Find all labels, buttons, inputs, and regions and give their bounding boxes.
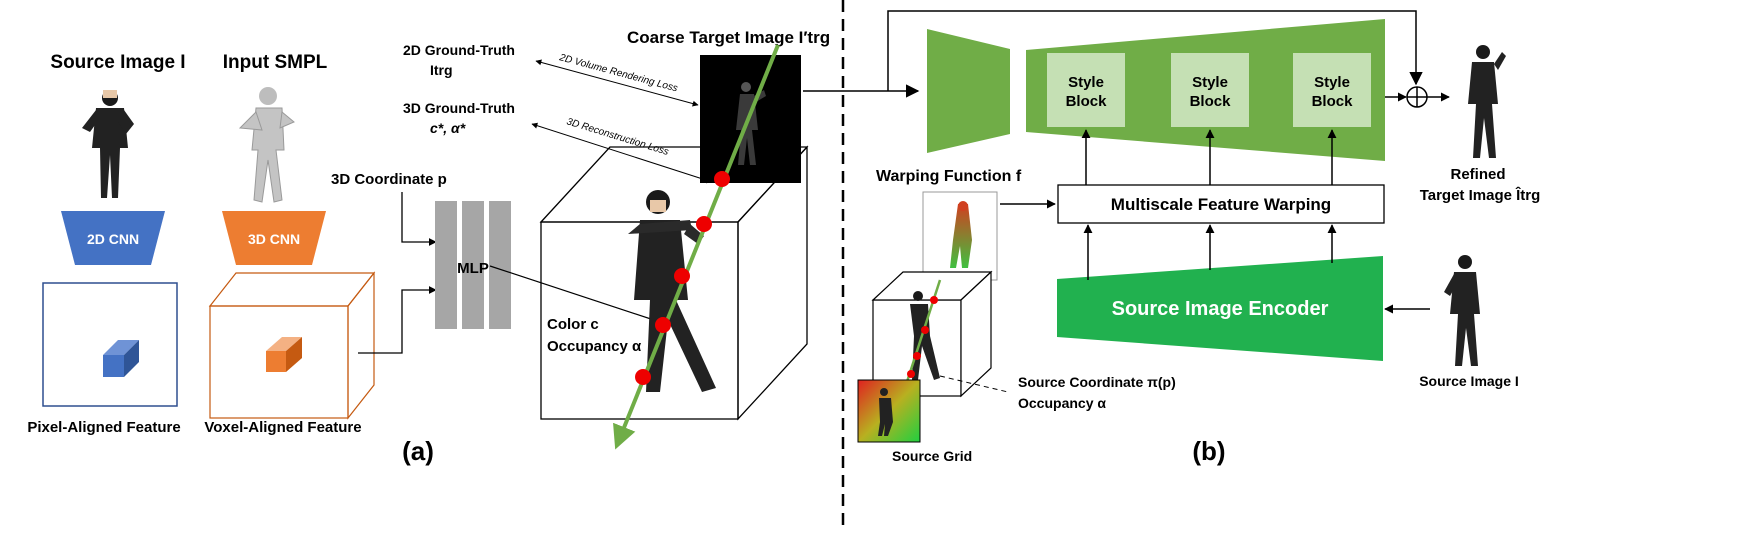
mlp-block: MLP bbox=[435, 201, 511, 329]
cnn-3d-block: 3D CNN bbox=[222, 211, 326, 265]
gt-3d-line1: 3D Ground-Truth bbox=[403, 100, 515, 116]
gt-2d-line2: Itrg bbox=[430, 62, 453, 78]
sample-point bbox=[930, 296, 938, 304]
cnn-2d-block: 2D CNN bbox=[61, 211, 165, 265]
sample-point bbox=[635, 369, 651, 385]
occupancy-label-b: Occupancy α bbox=[1018, 395, 1106, 411]
sample-point bbox=[674, 268, 690, 284]
sample-point bbox=[655, 317, 671, 333]
sample-point bbox=[913, 352, 921, 360]
coordinate-label: 3D Coordinate p bbox=[331, 171, 447, 188]
source-coordinate-label: Source Coordinate π(p) bbox=[1018, 374, 1176, 390]
style-block: Style Block bbox=[1171, 53, 1249, 127]
render-loss-arrow bbox=[535, 59, 699, 107]
style-block: Style Block bbox=[1293, 53, 1371, 127]
warping-function-label: Warping Function f bbox=[876, 168, 1022, 185]
svg-text:Source Image Encoder: Source Image Encoder bbox=[1112, 298, 1329, 320]
source-grid-label: Source Grid bbox=[892, 448, 972, 464]
refined-target-image bbox=[1468, 45, 1506, 158]
recon-loss-arrow bbox=[531, 122, 713, 184]
occupancy-label: Occupancy α bbox=[547, 338, 642, 355]
svg-text:MLP: MLP bbox=[457, 260, 489, 277]
refined-target-line2: Target Image Îtrg bbox=[1420, 186, 1541, 204]
source-image-encoder: Source Image Encoder bbox=[1057, 256, 1383, 361]
gt-2d-line1: 2D Ground-Truth bbox=[403, 42, 515, 58]
sample-point bbox=[714, 171, 730, 187]
source-grid-image bbox=[857, 379, 921, 443]
sample-points bbox=[635, 171, 730, 385]
pixel-aligned-feature-label: Pixel-Aligned Feature bbox=[27, 419, 180, 436]
svg-text:Block: Block bbox=[1190, 93, 1232, 110]
style-block: Style Block bbox=[1047, 53, 1125, 127]
svg-text:3D CNN: 3D CNN bbox=[248, 231, 300, 247]
source-image-right-label: Source Image I bbox=[1419, 373, 1519, 389]
svg-text:Style: Style bbox=[1068, 74, 1104, 91]
render-loss-label: 2D Volume Rendering Loss bbox=[557, 52, 679, 94]
gt-3d-line2: c*, α* bbox=[430, 120, 466, 136]
smpl-mesh-image bbox=[238, 87, 295, 203]
svg-text:2D CNN: 2D CNN bbox=[87, 231, 139, 247]
svg-text:Style: Style bbox=[1192, 74, 1228, 91]
coarse-target-title: Coarse Target Image I′trg bbox=[627, 28, 830, 47]
pixel-aligned-feature-box bbox=[42, 282, 178, 407]
multiscale-warping-box: Multiscale Feature Warping bbox=[1057, 184, 1385, 224]
sample-point bbox=[921, 326, 929, 334]
refined-target-line1: Refined bbox=[1450, 166, 1505, 183]
warping-function-image bbox=[922, 191, 998, 281]
color-label: Color c bbox=[547, 316, 599, 333]
panel-label-a: (a) bbox=[402, 436, 434, 466]
panel-label-b: (b) bbox=[1192, 436, 1225, 466]
sample-point bbox=[696, 216, 712, 232]
coord-to-mlp-arrow bbox=[401, 192, 437, 246]
projection-line bbox=[939, 375, 1009, 393]
source-person-image bbox=[82, 90, 134, 198]
small-volume-cube bbox=[871, 270, 993, 398]
voxel-aligned-feature-box bbox=[208, 271, 376, 420]
features-to-mlp-arrow bbox=[358, 286, 437, 354]
mlp-to-point-arrow bbox=[489, 265, 661, 324]
coarse-target-image bbox=[700, 55, 801, 183]
sample-point bbox=[907, 370, 915, 378]
source-person-right-image bbox=[1444, 255, 1480, 366]
input-smpl-title: Input SMPL bbox=[223, 52, 328, 73]
sum-operator bbox=[1406, 86, 1428, 108]
skip-connection-arrow bbox=[887, 10, 1423, 91]
source-image-title: Source Image I bbox=[50, 52, 185, 73]
voxel-aligned-feature-label: Voxel-Aligned Feature bbox=[204, 419, 361, 436]
svg-text:Style: Style bbox=[1314, 74, 1350, 91]
svg-text:Block: Block bbox=[1312, 93, 1354, 110]
svg-text:Block: Block bbox=[1066, 93, 1108, 110]
generator-encoder bbox=[927, 29, 1010, 153]
svg-text:Multiscale Feature Warping: Multiscale Feature Warping bbox=[1111, 195, 1331, 214]
